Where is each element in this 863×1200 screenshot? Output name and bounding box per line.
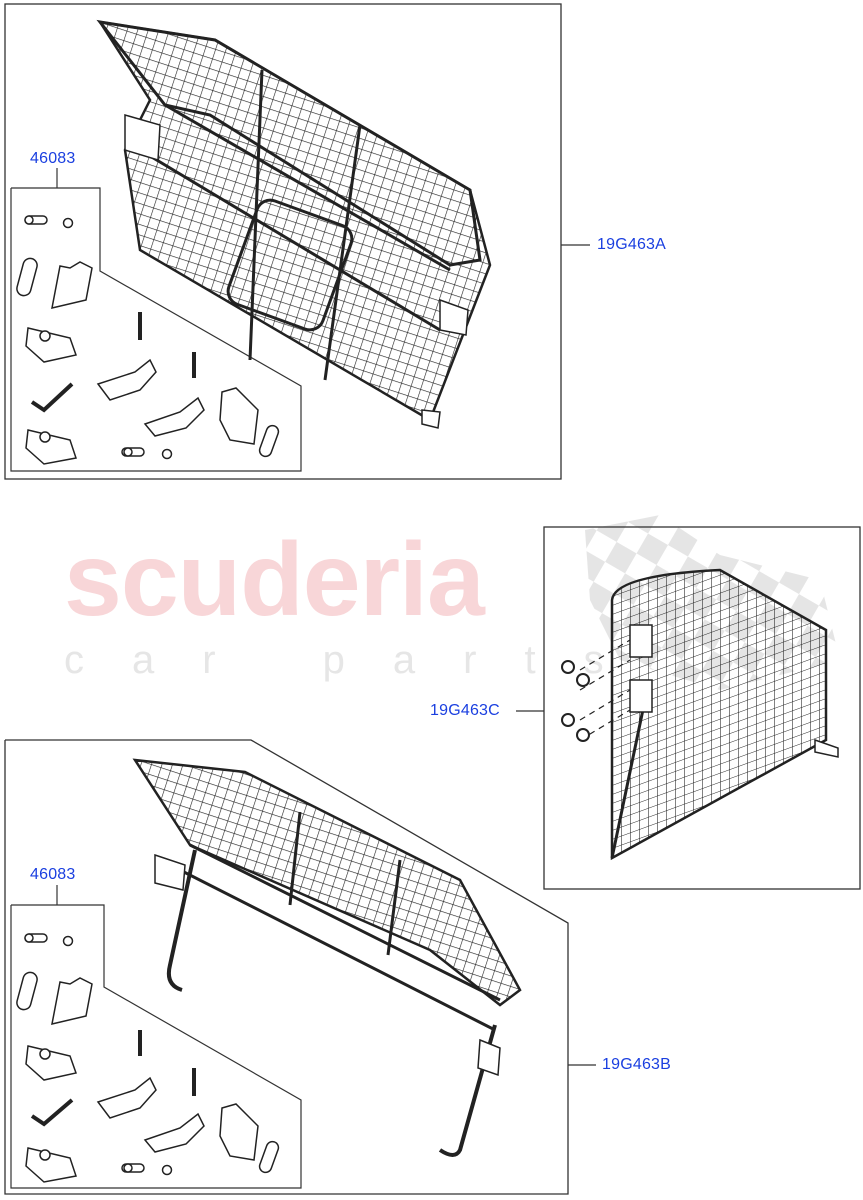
- callout-kit-b[interactable]: 46083: [30, 866, 76, 883]
- panel-a: [4, 3, 590, 480]
- cargo-guard-b-illustration: [132, 758, 522, 1157]
- fitting-kit-a-hardware: [16, 215, 280, 465]
- watermark-car-parts: car parts: [64, 638, 652, 682]
- callout-kit-a[interactable]: 46083: [30, 150, 76, 167]
- panel-c: [516, 526, 861, 890]
- panel-a-frame: [4, 3, 562, 480]
- side-divider-c-illustration: [561, 568, 839, 861]
- callout-19g463b[interactable]: 19G463B: [602, 1056, 672, 1073]
- panel-b-frame: [4, 739, 569, 1195]
- kit-box-a: [10, 187, 302, 472]
- cargo-guard-a-illustration: [96, 19, 492, 429]
- callout-19g463c[interactable]: 19G463C: [430, 702, 500, 719]
- panel-c-frame: [543, 526, 861, 890]
- watermark-scuderia: scuderia: [64, 522, 485, 638]
- panel-b: [4, 739, 596, 1195]
- kit-box-b: [10, 904, 302, 1189]
- fitting-kit-b-hardware: [16, 933, 280, 1183]
- callout-19g463a[interactable]: 19G463A: [597, 236, 667, 253]
